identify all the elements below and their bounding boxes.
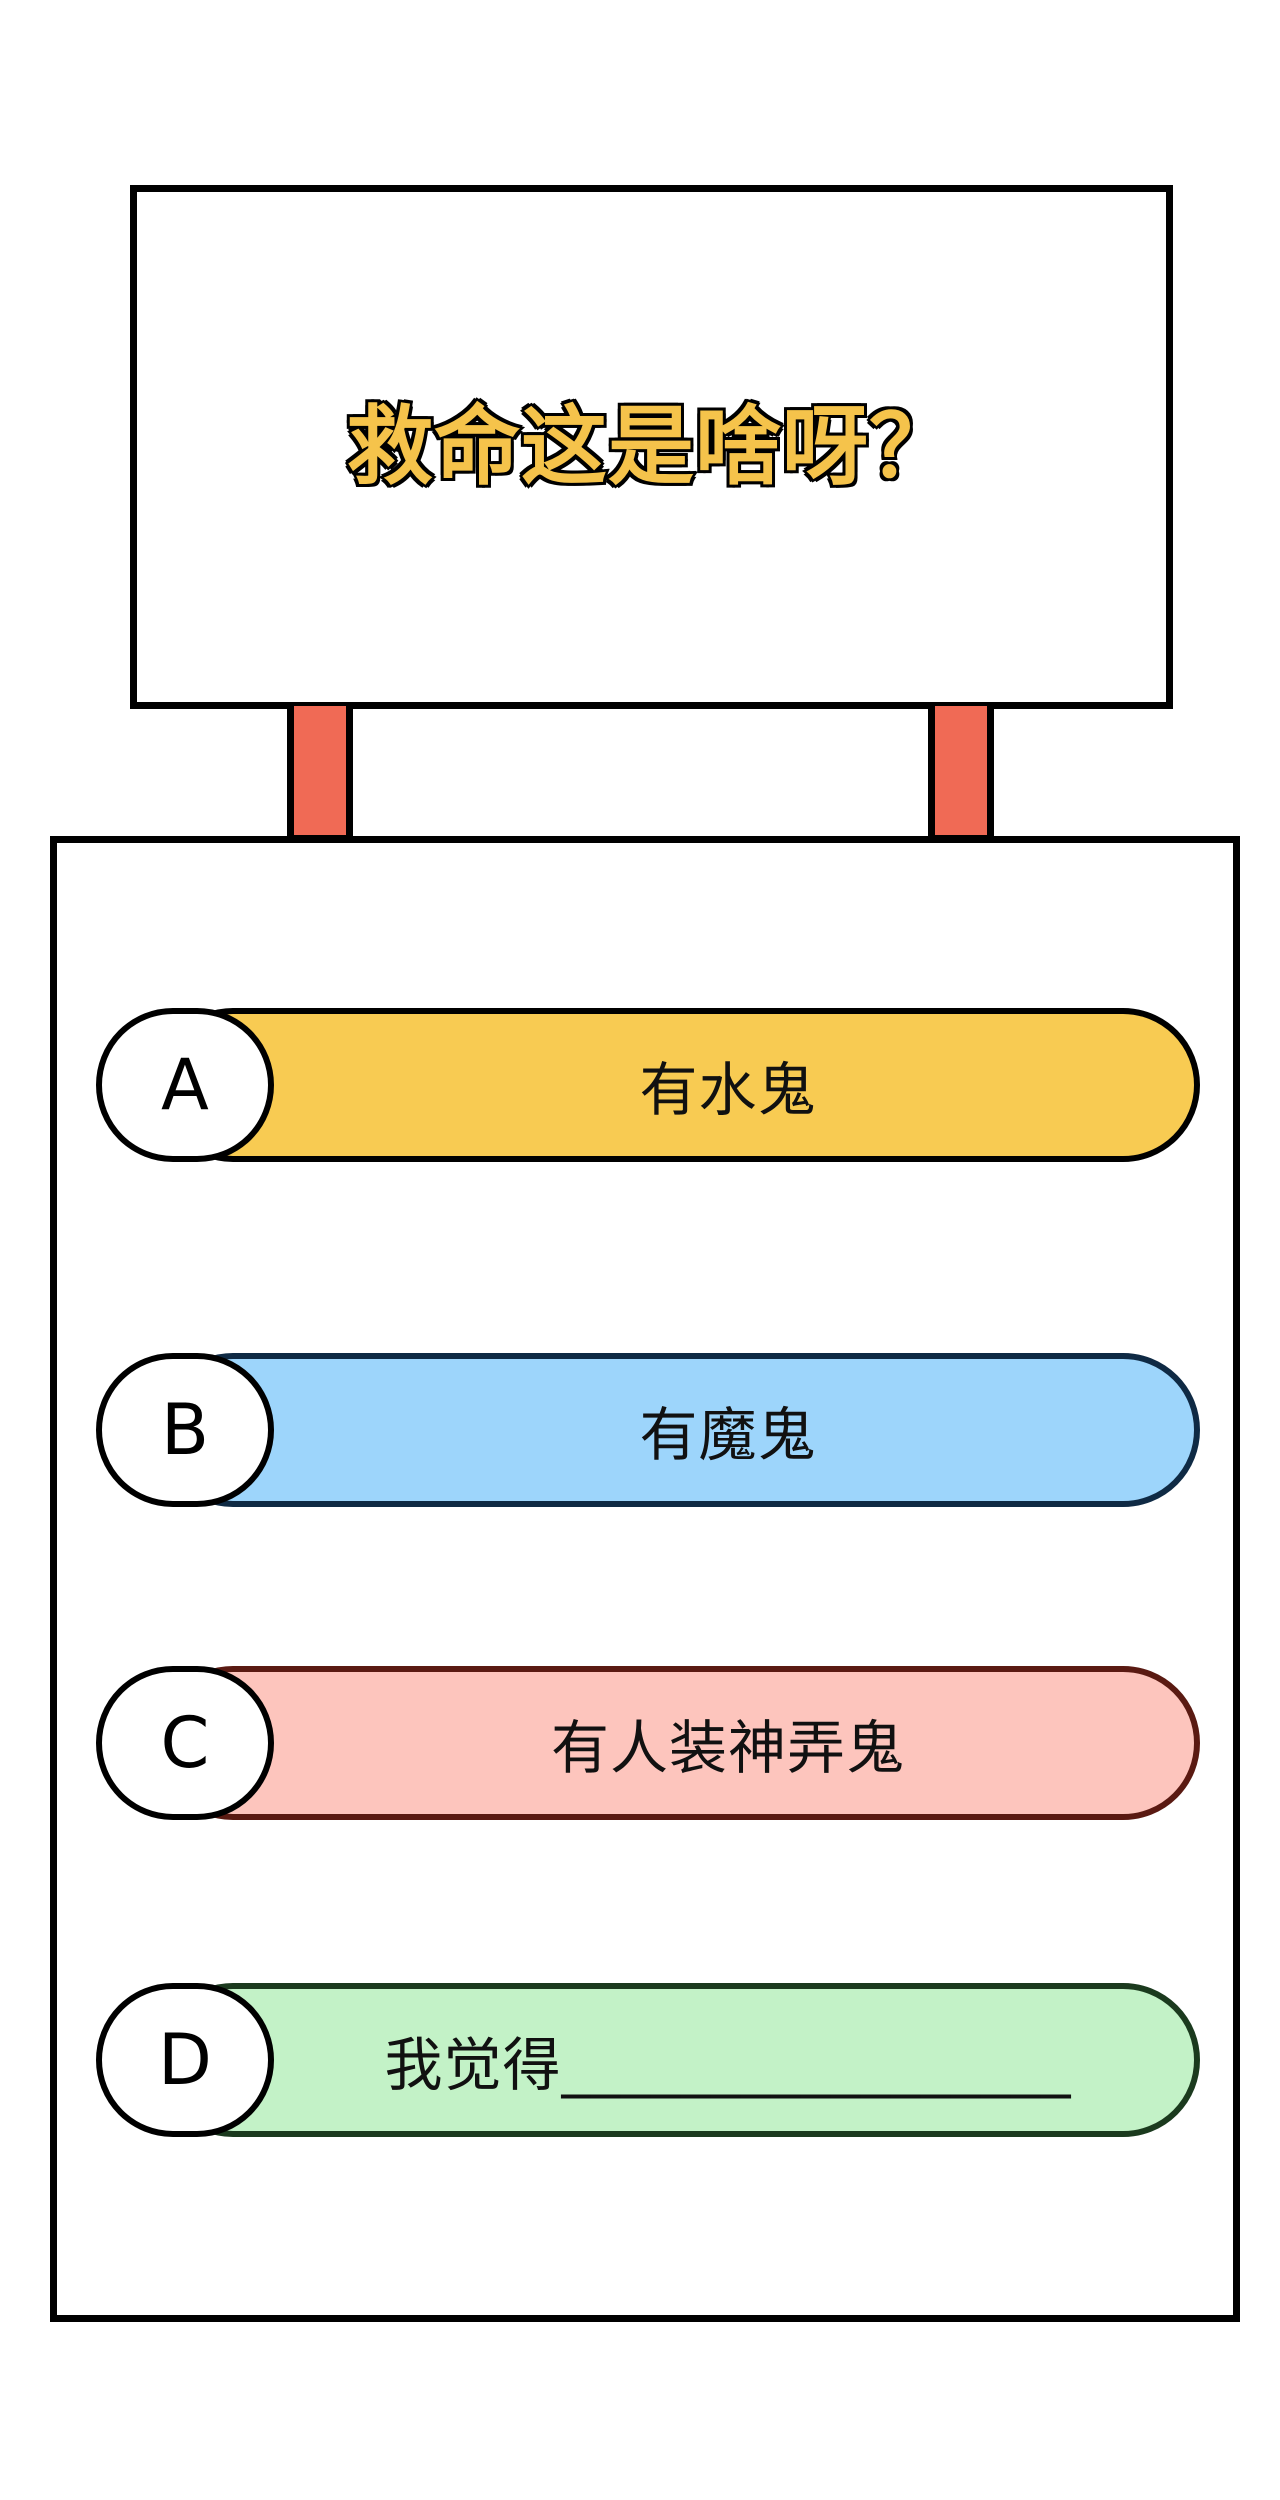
option-c-letter: C — [160, 1702, 210, 1784]
option-b-pill[interactable]: 有魔鬼 — [156, 1353, 1200, 1507]
option-c-letter-badge: C — [96, 1666, 274, 1820]
option-a-letter: A — [161, 1044, 209, 1126]
option-b-letter-badge: B — [96, 1353, 274, 1507]
option-b-letter: B — [160, 1389, 210, 1471]
option-a-pill[interactable]: 有水鬼 — [156, 1008, 1200, 1162]
option-b-text: 有魔鬼 — [639, 1401, 817, 1469]
option-d-text: 我觉得_________________ — [384, 2031, 1072, 2099]
sign-post-right — [928, 706, 994, 842]
option-b[interactable]: 有魔鬼 B — [96, 1353, 1200, 1507]
option-c-text: 有人装神弄鬼 — [550, 1714, 905, 1782]
option-c-pill[interactable]: 有人装神弄鬼 — [156, 1666, 1200, 1820]
option-a-letter-badge: A — [96, 1008, 274, 1162]
option-d[interactable]: 我觉得_________________ D — [96, 1983, 1200, 2137]
option-a[interactable]: 有水鬼 A — [96, 1008, 1200, 1162]
option-c[interactable]: 有人装神弄鬼 C — [96, 1666, 1200, 1820]
option-d-pill[interactable]: 我觉得_________________ — [156, 1983, 1200, 2137]
question-sign-board: 救命这是啥呀？ — [130, 185, 1173, 709]
question-title: 救命这是啥呀？ — [345, 397, 958, 497]
option-a-text: 有水鬼 — [639, 1056, 817, 1124]
option-d-letter: D — [158, 2019, 212, 2101]
option-d-letter-badge: D — [96, 1983, 274, 2137]
sign-post-left — [287, 706, 353, 842]
